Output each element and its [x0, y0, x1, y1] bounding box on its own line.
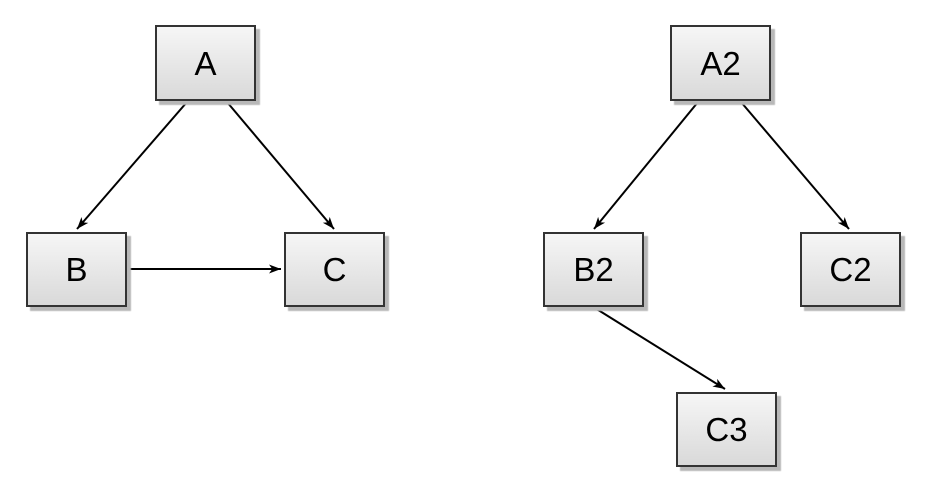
node-b2-label: B2 — [573, 251, 614, 288]
node-c-label: C — [322, 251, 347, 288]
edge-a-to-b — [76, 101, 188, 230]
node-c3: C3 — [676, 392, 777, 467]
node-a2: A2 — [670, 25, 771, 101]
edge-a-to-c — [226, 101, 335, 230]
node-c3-label: C3 — [705, 411, 748, 448]
node-c2-label: C2 — [829, 251, 872, 288]
node-b: B — [26, 232, 127, 307]
edge-a2-to-b2 — [593, 101, 699, 230]
node-b-label: B — [65, 251, 88, 288]
node-c: C — [284, 232, 385, 307]
node-a: A — [155, 25, 256, 101]
node-a-label: A — [194, 44, 217, 82]
node-c2: C2 — [800, 232, 901, 307]
node-a2-label: A2 — [700, 44, 741, 82]
node-b2: B2 — [543, 232, 644, 307]
edge-b2-to-c3 — [594, 307, 726, 390]
edge-a2-to-c2 — [740, 101, 850, 230]
